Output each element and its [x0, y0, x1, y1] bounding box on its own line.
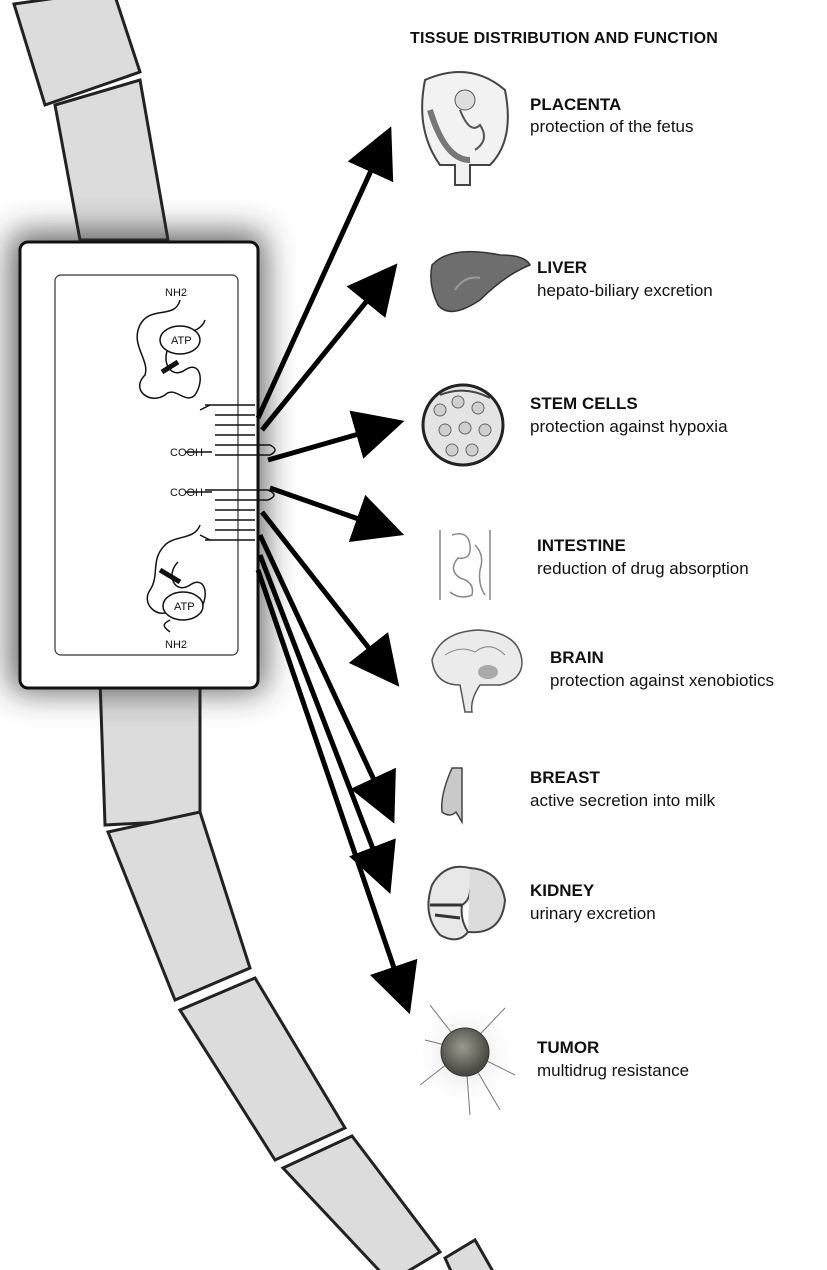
tissue-name-breast: BREAST	[530, 768, 600, 788]
kidney-icon	[428, 867, 505, 940]
tissue-function-intestine: reduction of drug absorption	[537, 559, 749, 579]
arrow-kidney	[260, 555, 385, 880]
arrow-placenta	[258, 140, 385, 418]
protein-cooh-bottom-label: COOH	[170, 487, 203, 499]
tissue-function-kidney: urinary excretion	[530, 904, 656, 924]
arrow-tumor	[258, 570, 405, 1000]
protein-cooh-top-label: COOH	[170, 447, 203, 459]
stem-cells-icon	[423, 385, 503, 465]
arrow-intestine	[270, 488, 390, 530]
tissue-function-brain: protection against xenobiotics	[550, 671, 774, 691]
tissue-name-stem-cells: STEM CELLS	[530, 394, 638, 414]
tissue-name-intestine: INTESTINE	[537, 536, 626, 556]
protein-nh2-top-label: NH2	[165, 287, 187, 299]
tissue-name-liver: LIVER	[537, 258, 587, 278]
placenta-icon	[422, 72, 508, 185]
membrane-cell	[108, 812, 250, 1000]
tissue-function-breast: active secretion into milk	[530, 791, 715, 811]
membrane-cell	[55, 80, 168, 240]
brain-icon	[432, 630, 522, 712]
protein-atp-bottom-label: ATP	[174, 601, 195, 613]
membrane-cell	[445, 1240, 495, 1270]
tumor-icon	[410, 1000, 520, 1115]
protein-nh2-bottom-label: NH2	[165, 639, 187, 651]
membrane-cell	[283, 1136, 440, 1270]
tissue-name-kidney: KIDNEY	[530, 881, 594, 901]
membrane-cell	[100, 680, 200, 825]
arrow-stem-cells	[268, 425, 390, 460]
tissue-name-placenta: PLACENTA	[530, 95, 621, 115]
tissue-function-tumor: multidrug resistance	[537, 1061, 689, 1081]
distribution-arrows	[258, 140, 405, 1000]
membrane-cell	[180, 978, 345, 1160]
tissue-name-brain: BRAIN	[550, 648, 604, 668]
liver-icon	[431, 252, 530, 312]
transporter-inner-box	[55, 275, 238, 655]
arrow-brain	[262, 512, 390, 675]
intestine-icon	[440, 530, 490, 600]
tissue-name-tumor: TUMOR	[537, 1038, 599, 1058]
breast-icon	[442, 768, 462, 822]
tissue-function-liver: hepato-biliary excretion	[537, 281, 713, 301]
tissue-function-stem-cells: protection against hypoxia	[530, 417, 728, 437]
arrow-liver	[262, 275, 388, 430]
tissue-function-placenta: protection of the fetus	[530, 117, 694, 137]
diagram-heading: TISSUE DISTRIBUTION AND FUNCTION	[410, 30, 718, 48]
protein-atp-top-label: ATP	[171, 335, 192, 347]
